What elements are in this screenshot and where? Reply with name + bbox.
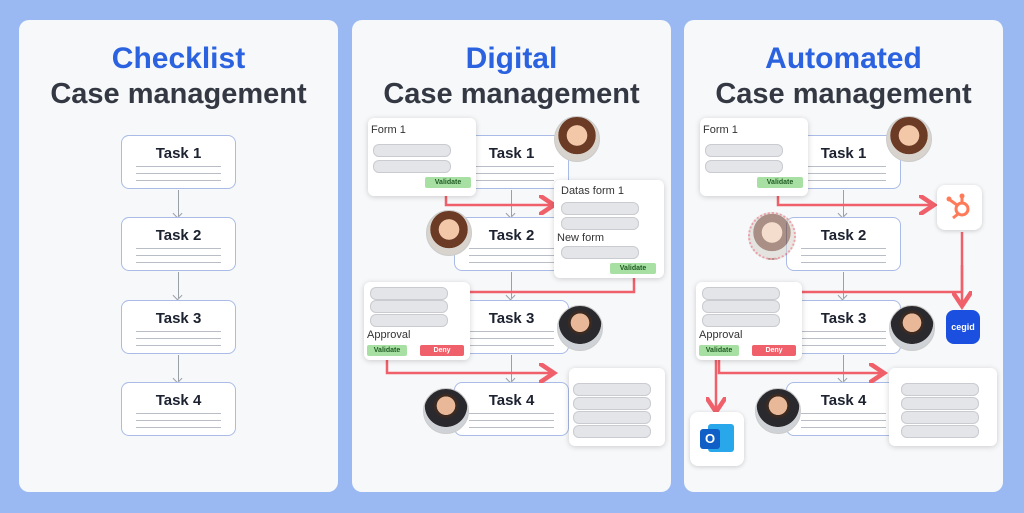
form-field[interactable] (705, 160, 783, 173)
flow-arrow (178, 272, 179, 298)
flow-arrow (843, 355, 844, 381)
task-label: Task 2 (155, 227, 202, 244)
outlook-icon: O (690, 412, 744, 466)
avatar (889, 305, 935, 351)
form-field[interactable] (901, 397, 979, 410)
task-2-card: Task 2 (786, 217, 901, 271)
task-4-card: Task 4 (454, 382, 569, 436)
form-field[interactable] (705, 144, 783, 157)
form-label: Form 1 (371, 124, 406, 136)
validate-button[interactable]: Validate (367, 345, 407, 356)
flow-arrow (178, 190, 179, 216)
avatar (886, 116, 932, 162)
approval-card: Approval Validate Deny (364, 282, 470, 360)
approval-label: Approval (367, 329, 411, 341)
avatar (426, 210, 472, 256)
task-3-card: Task 3 (786, 300, 901, 354)
form-field[interactable] (561, 246, 639, 259)
form-field[interactable] (373, 160, 451, 173)
task-4-form-card (569, 368, 665, 446)
task-2-card: Task 2 (121, 217, 236, 271)
hubspot-icon (937, 185, 982, 230)
panel-title: Checklist (111, 42, 246, 75)
form-field[interactable] (561, 217, 639, 230)
validate-button[interactable]: Validate (610, 263, 656, 274)
flow-arrow (178, 355, 179, 381)
datas-form-card: Datas form 1 New form Validate (554, 180, 664, 278)
flow-arrow (843, 190, 844, 216)
validate-button[interactable]: Validate (425, 177, 471, 188)
validate-button[interactable]: Validate (757, 177, 803, 188)
cegid-logo: cegid (946, 310, 980, 344)
task-label: Task 2 (820, 227, 867, 244)
task-label: Task 3 (488, 310, 535, 327)
checklist-panel: Checklist Case management Task 1 Task 2 … (19, 20, 338, 492)
outlook-letter: O (700, 429, 720, 449)
task-3-card: Task 3 (454, 300, 569, 354)
form-field[interactable] (561, 202, 639, 215)
form-field[interactable] (573, 383, 651, 396)
form-field[interactable] (370, 287, 448, 300)
automated-panel: Automated Case management Task 1 Task 2 … (684, 20, 1003, 492)
digital-panel: Digital Case management Task 1 Task 2 Ta… (352, 20, 671, 492)
task-label: Task 1 (820, 145, 867, 162)
form-field[interactable] (573, 397, 651, 410)
task-label: Task 3 (155, 310, 202, 327)
task-1-card: Task 1 (121, 135, 236, 189)
avatar (755, 388, 801, 434)
form-label: New form (557, 232, 605, 244)
flow-arrow (843, 272, 844, 298)
panel-subtitle: Case management (715, 78, 972, 110)
task-4-form-card (889, 368, 997, 446)
avatar-pending (748, 212, 796, 260)
task-label: Task 2 (488, 227, 535, 244)
form-field[interactable] (901, 411, 979, 424)
form-label: Form 1 (703, 124, 738, 136)
task-label: Task 4 (488, 392, 535, 409)
form-field[interactable] (573, 411, 651, 424)
task-label: Task 1 (488, 145, 535, 162)
form-field[interactable] (370, 314, 448, 327)
form-1-card: Form 1 Validate (700, 118, 808, 196)
form-field[interactable] (370, 300, 448, 313)
task-label: Task 3 (820, 310, 867, 327)
form-field[interactable] (702, 287, 780, 300)
avatar (423, 388, 469, 434)
form-field[interactable] (901, 383, 979, 396)
form-field[interactable] (901, 425, 979, 438)
flow-arrow (511, 190, 512, 216)
task-3-card: Task 3 (121, 300, 236, 354)
form-1-card: Form 1 Validate (368, 118, 476, 196)
panel-subtitle: Case management (50, 78, 307, 110)
task-4-card: Task 4 (121, 382, 236, 436)
approval-card: Approval Validate Deny (696, 282, 802, 360)
form-field[interactable] (702, 300, 780, 313)
form-field[interactable] (702, 314, 780, 327)
approval-label: Approval (699, 329, 743, 341)
task-label: Task 4 (820, 392, 867, 409)
deny-button[interactable]: Deny (420, 345, 464, 356)
avatar (557, 305, 603, 351)
deny-button[interactable]: Deny (752, 345, 796, 356)
task-label: Task 4 (155, 392, 202, 409)
form-field[interactable] (573, 425, 651, 438)
panel-title: Digital (465, 42, 558, 75)
panel-title: Automated (765, 42, 922, 75)
flow-arrow (511, 355, 512, 381)
flow-arrow (511, 272, 512, 298)
form-field[interactable] (373, 144, 451, 157)
avatar (554, 116, 600, 162)
validate-button[interactable]: Validate (699, 345, 739, 356)
form-label: Datas form 1 (561, 185, 624, 197)
panel-subtitle: Case management (383, 78, 640, 110)
task-label: Task 1 (155, 145, 202, 162)
